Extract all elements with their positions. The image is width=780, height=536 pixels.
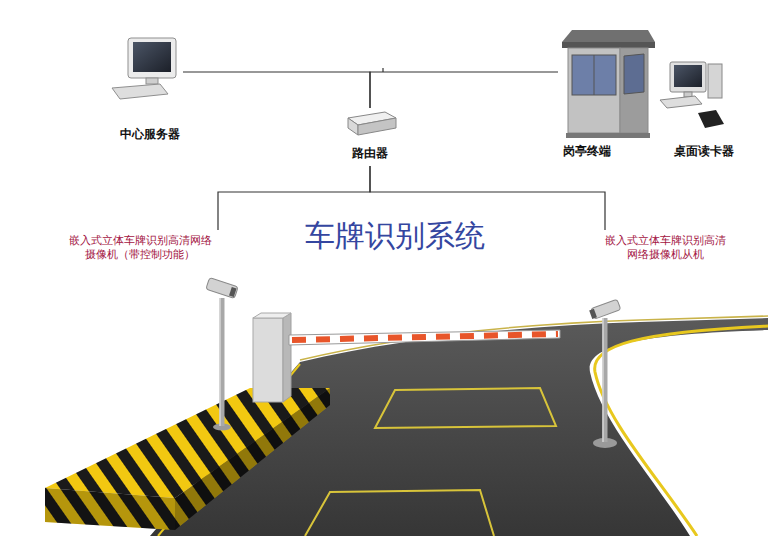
desk-pc-icon [674, 65, 702, 87]
traffic-island [45, 388, 330, 530]
node-label: 岗亭终端 [563, 143, 611, 160]
camera-pole [220, 298, 225, 426]
camera-pole [219, 298, 221, 426]
traffic-island [45, 488, 175, 530]
road [595, 326, 768, 536]
barrier-gate [289, 330, 560, 345]
desk-pc-icon [660, 96, 702, 108]
guard-booth-icon [594, 55, 595, 95]
guard-booth-icon [620, 48, 648, 133]
server-computer-icon [146, 78, 158, 84]
traffic-island [175, 388, 330, 530]
traffic-island [45, 388, 330, 498]
server-computer-icon [112, 84, 168, 99]
parking-mark [375, 388, 556, 428]
card-reader-icon [698, 110, 724, 128]
node-label: 嵌入式立体车牌识别高清 网络摄像机从机 [605, 234, 726, 263]
camera-node: 嵌入式立体车牌识别高清网络 摄像机（带控制功能） [62, 230, 252, 305]
server-computer-icon [112, 38, 176, 99]
camera-pole [602, 318, 604, 442]
desk-pc-icon [708, 64, 722, 98]
barrier-gate [292, 334, 558, 340]
camera-pole [603, 318, 608, 442]
server-node: 中心服务器 [105, 30, 183, 145]
traffic-island [175, 388, 330, 530]
traffic-island [45, 488, 175, 530]
network-cable [370, 72, 558, 108]
barrier-gate [283, 313, 291, 402]
router-node: 路由器 [338, 108, 402, 166]
barrier-gate [253, 318, 283, 402]
guard-booth-icon [562, 30, 655, 138]
server-computer-icon [133, 42, 171, 72]
server-computer-icon [128, 38, 176, 78]
camera-pole [206, 278, 238, 299]
node-label: 中心服务器 [120, 126, 180, 143]
router-icon [348, 118, 358, 135]
guard-booth-icon [572, 55, 616, 95]
desk-pc-icon [660, 62, 722, 108]
node-label: 路由器 [352, 145, 388, 162]
guard-booth-icon [568, 48, 620, 133]
camera-pole [206, 278, 621, 448]
network-cable [183, 72, 370, 108]
desk-pc-icon [670, 62, 706, 92]
guard-booth-icon [562, 30, 655, 42]
card-reader-icon [698, 110, 724, 128]
camera-node: 嵌入式立体车牌识别高清 网络摄像机从机 [580, 230, 745, 325]
parking-mark [305, 490, 494, 536]
guard-booth-icon [624, 54, 644, 94]
card-reader-node: 桌面读卡器 [654, 52, 740, 164]
booth-terminal-node: 岗亭终端 [558, 26, 650, 164]
node-label: 嵌入式立体车牌识别高清网络 摄像机（带控制功能） [69, 234, 212, 263]
parking-mark [305, 388, 556, 536]
guard-booth-icon [566, 133, 650, 138]
barrier-gate [253, 313, 291, 318]
router-icon [348, 112, 396, 135]
diagram-title: 车牌识别系统 [305, 216, 485, 257]
node-label: 桌面读卡器 [674, 143, 734, 160]
camera-pole [229, 287, 237, 297]
router-icon [358, 118, 396, 135]
camera-pole [589, 309, 597, 319]
barrier-gate [253, 313, 560, 402]
guard-booth-icon [562, 42, 655, 48]
